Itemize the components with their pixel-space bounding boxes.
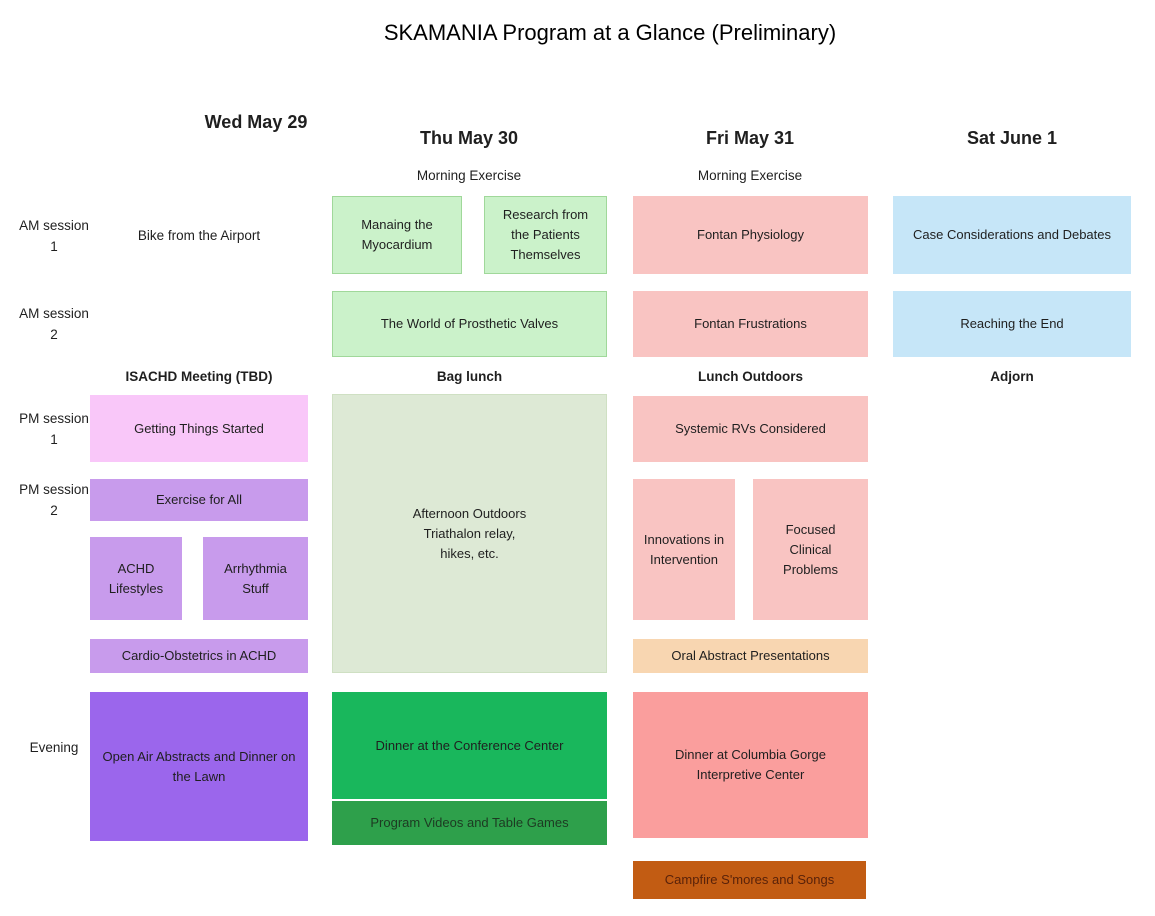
event-getting-things-started: Getting Things Started [90,395,308,462]
event-dinner-columbia-gorge: Dinner at Columbia Gorge Interpretive Ce… [633,692,868,838]
event-bike-from-airport: Bike from the Airport [137,227,261,243]
event-afternoon-outdoors: Afternoon Outdoors Triathalon relay, hik… [332,394,607,673]
event-research-patients: Research from the Patients Themselves [484,196,607,274]
event-focused-clinical-problems: Focused Clinical Problems [753,479,868,620]
event-fontan-frustrations: Fontan Frustrations [633,291,868,357]
event-oral-abstract-presentations: Oral Abstract Presentations [633,639,868,673]
event-program-videos-games: Program Videos and Table Games [332,801,607,845]
morning-exercise-note-thu: Morning Exercise [416,167,522,183]
day-header-fri: Fri May 31 [705,128,795,148]
event-arrhythmia-stuff: Arrhythmia Stuff [203,537,308,620]
event-fontan-physiology: Fontan Physiology [633,196,868,274]
event-reaching-the-end: Reaching the End [893,291,1131,357]
adjourn-label: Adjorn [990,368,1034,384]
bag-lunch-label: Bag lunch [436,368,503,384]
row-label-pm-session-1: PM session 1 [19,410,89,447]
morning-exercise-note-fri: Morning Exercise [697,167,803,183]
day-header-wed: Wed May 29 [204,112,308,132]
event-innovations-intervention: Innovations in Intervention [633,479,735,620]
event-cardio-obstetrics: Cardio-Obstetrics in ACHD [90,639,308,673]
row-label-am-session-1: AM session 1 [19,217,89,254]
row-label-pm-session-2: PM session 2 [19,482,89,518]
event-managing-myocardium: Manaing the Myocardium [332,196,462,274]
event-prosthetic-valves: The World of Prosthetic Valves [332,291,607,357]
event-dinner-conference-center: Dinner at the Conference Center [332,692,607,799]
event-case-considerations: Case Considerations and Debates [893,196,1131,274]
event-systemic-rvs: Systemic RVs Considered [633,396,868,462]
day-header-sat: Sat June 1 [966,128,1058,148]
row-label-evening: Evening [29,739,79,755]
isachd-meeting-label: ISACHD Meeting (TBD) [125,368,273,384]
day-header-thu: Thu May 30 [419,128,519,148]
event-achd-lifestyles: ACHD Lifestyles [90,537,182,620]
event-exercise-for-all: Exercise for All [90,479,308,521]
event-open-air-abstracts-dinner: Open Air Abstracts and Dinner on the Law… [90,692,308,841]
lunch-outdoors-label: Lunch Outdoors [698,368,803,384]
row-label-am-session-2: AM session 2 [19,306,89,342]
event-campfire-smores: Campfire S'mores and Songs [633,861,866,899]
page-title: SKAMANIA Program at a Glance (Preliminar… [383,20,837,45]
